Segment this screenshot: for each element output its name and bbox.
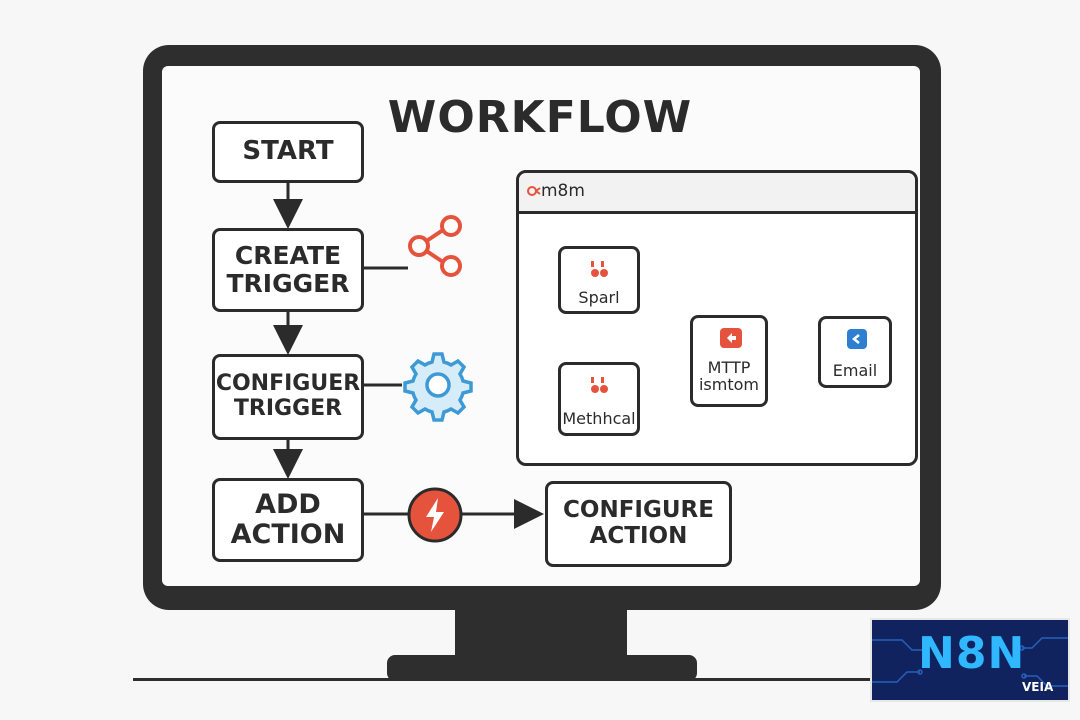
start-step[interactable]: START xyxy=(212,121,364,183)
node-spark-label: Sparl xyxy=(578,288,620,307)
create-trigger-label: CREATE TRIGGER xyxy=(226,241,350,298)
add-action-step[interactable]: ADD ACTION xyxy=(212,478,364,562)
configure-action-step[interactable]: CONFIGURE ACTION xyxy=(545,481,732,567)
monitor-base xyxy=(387,655,697,681)
gear-icon xyxy=(403,352,473,422)
lightning-bolt-icon xyxy=(407,487,463,543)
badge-sub-text: VEIA xyxy=(1022,680,1054,694)
n8n-logo-icon xyxy=(527,186,541,196)
configure-trigger-step[interactable]: CONFIGUER TRIGGER xyxy=(212,354,364,440)
email-node-icon xyxy=(847,329,867,349)
share-icon xyxy=(408,215,462,277)
http-node-icon xyxy=(720,328,742,348)
diagram-title: WORKFLOW xyxy=(387,92,693,143)
configure-trigger-label: CONFIGUER TRIGGER xyxy=(215,371,361,421)
n8n-na-veia-badge: N8N VEIA xyxy=(870,618,1070,702)
node-method[interactable]: Methhcal xyxy=(558,362,640,436)
start-step-label: START xyxy=(242,136,334,167)
node-email[interactable]: Email xyxy=(818,316,892,388)
node-glyph-icon xyxy=(591,261,608,277)
panel-title-bar: m8m xyxy=(519,173,915,214)
monitor-neck xyxy=(455,608,627,660)
create-trigger-step[interactable]: CREATE TRIGGER xyxy=(212,228,364,312)
add-action-label: ADD ACTION xyxy=(230,488,346,550)
node-http[interactable]: MTTP ismtom xyxy=(690,315,768,407)
node-email-label: Email xyxy=(832,361,878,380)
node-method-label: Methhcal xyxy=(562,409,636,428)
configure-action-label: CONFIGURE ACTION xyxy=(563,497,714,549)
node-spark[interactable]: Sparl xyxy=(558,246,640,314)
node-http-label: MTTP ismtom xyxy=(698,358,759,394)
circuit-pattern-icon xyxy=(872,637,1068,687)
badge-main-text: N8N xyxy=(918,628,1026,679)
desk-line xyxy=(133,678,963,681)
node-glyph-icon xyxy=(591,377,608,393)
panel-title: m8m xyxy=(541,181,585,201)
